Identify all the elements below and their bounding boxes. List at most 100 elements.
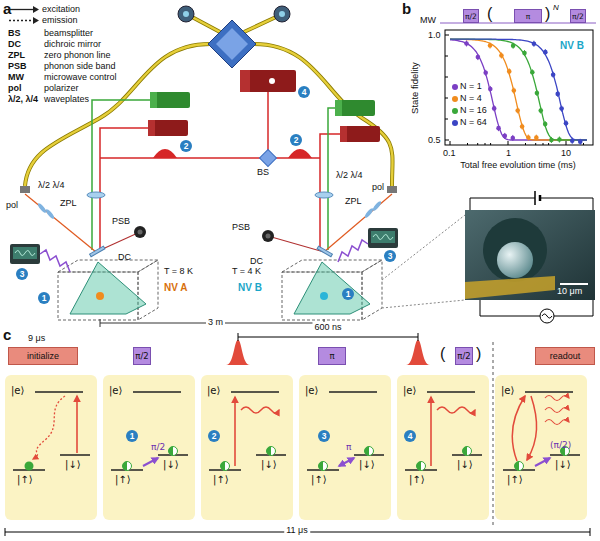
component-label: BS	[257, 167, 269, 178]
drawing-path	[226, 340, 250, 365]
microwave-arrow	[535, 458, 550, 466]
fit-curve	[450, 39, 587, 140]
drawing-circle	[262, 230, 274, 242]
state-label: |↑⟩	[213, 474, 229, 486]
drawing-circle	[138, 230, 143, 235]
parenthesis: (	[440, 345, 445, 363]
callout-number: 2	[290, 134, 302, 146]
state-label: |e⟩	[109, 385, 122, 397]
drawing-path	[328, 108, 335, 250]
fit-curve	[450, 39, 587, 140]
callout-number: 1	[126, 430, 138, 442]
drawing-polygon	[70, 262, 146, 314]
measure-label: Total free evolution time (ms)	[460, 160, 576, 171]
drawing-line	[560, 283, 588, 285]
data-point	[555, 92, 560, 97]
population-dot	[267, 447, 276, 456]
abbreviation: DC	[8, 39, 21, 50]
legend-arrowhead	[33, 17, 39, 24]
pulse-angle: π	[346, 442, 351, 453]
drawing-path	[268, 236, 324, 252]
excitation-arrow	[430, 397, 432, 466]
component-label: 9 μs	[28, 333, 45, 344]
component-label: ZPL	[60, 198, 77, 209]
nv-label: NV A	[164, 282, 188, 293]
drawing-rect	[90, 246, 105, 257]
data-point	[520, 124, 525, 129]
drawing-rect	[371, 231, 395, 243]
drawing-path	[92, 100, 150, 250]
data-point	[511, 136, 516, 141]
callout-number: 4	[298, 86, 310, 98]
drawing-polygon	[138, 260, 158, 320]
drawing-polygon	[465, 276, 555, 299]
drawing-rect	[445, 30, 593, 145]
callout-number: 3	[16, 268, 28, 280]
drawing-ellipse	[315, 192, 333, 198]
state-label: |e⟩	[501, 385, 514, 397]
drawing-polyline	[554, 300, 593, 316]
pulse-box: π/2	[133, 347, 151, 365]
callout-number: 1	[342, 288, 354, 300]
callout-number: 1	[38, 292, 50, 304]
pulse-box: π	[318, 347, 346, 365]
drawing-rect	[10, 244, 40, 264]
state-label: |↓⟩	[65, 459, 81, 471]
drawing-polyline	[470, 198, 535, 212]
callout-number: 4	[404, 430, 416, 442]
abbreviation-meaning: polarizer	[44, 83, 79, 94]
population-dot	[25, 462, 34, 471]
detectors	[178, 6, 290, 22]
callout-number: 2	[180, 140, 192, 152]
state-label: |↓⟩	[163, 459, 179, 471]
pulse-box: π/2	[463, 9, 479, 23]
emission-wave	[545, 420, 569, 425]
microwave-arrow	[143, 458, 158, 466]
population-dot	[319, 462, 324, 471]
drawing-circle	[497, 242, 533, 278]
legend-text: N = 4	[460, 93, 482, 104]
data-point	[570, 139, 575, 144]
drawing-rect	[340, 126, 380, 142]
population-dot	[267, 447, 272, 456]
abbreviation-meaning: phonon side band	[44, 61, 116, 72]
drawing-path	[238, 333, 418, 341]
drawing-polyline	[540, 198, 593, 212]
component-label: ZPL	[345, 196, 362, 207]
callout-number: 3	[384, 250, 396, 262]
drawing-path	[267, 92, 269, 152]
beamsplitter-cube	[208, 20, 256, 68]
component-label: DC	[250, 256, 263, 267]
legend-marker	[452, 108, 458, 114]
drawing-circle	[279, 11, 285, 17]
lasers	[148, 70, 380, 142]
drawing-circle	[134, 226, 146, 238]
drawing-rect	[150, 92, 157, 108]
drawing-path	[25, 44, 210, 186]
state-label: |↑⟩	[311, 474, 327, 486]
abbreviation-meaning: beamsplitter	[44, 28, 93, 39]
legend-text: N = 1	[460, 81, 482, 92]
data-point	[483, 70, 488, 75]
state-panel: |e⟩|↑⟩|↓⟩	[397, 375, 489, 520]
drawing-g	[58, 260, 382, 320]
data-point	[507, 69, 512, 74]
legend-text: N = 16	[460, 105, 487, 116]
pulse-box: π/2	[455, 347, 473, 365]
data-point	[499, 53, 504, 58]
parenthesis: )	[545, 5, 550, 23]
pulse-box: π/2	[570, 9, 586, 23]
drawing-path	[274, 134, 340, 250]
excitation-arrow	[76, 396, 78, 453]
drawing-polygon	[208, 20, 256, 68]
state-label: |↑⟩	[409, 474, 425, 486]
fit-curve	[450, 39, 587, 140]
fit-curve	[450, 40, 587, 140]
data-point	[488, 87, 493, 92]
population-dot	[515, 462, 524, 471]
data-point	[492, 106, 497, 111]
panel-ground	[201, 375, 293, 520]
abbreviation-meaning: dichroic mirror	[44, 39, 101, 50]
energy-level	[231, 391, 279, 393]
data-point	[538, 108, 543, 113]
